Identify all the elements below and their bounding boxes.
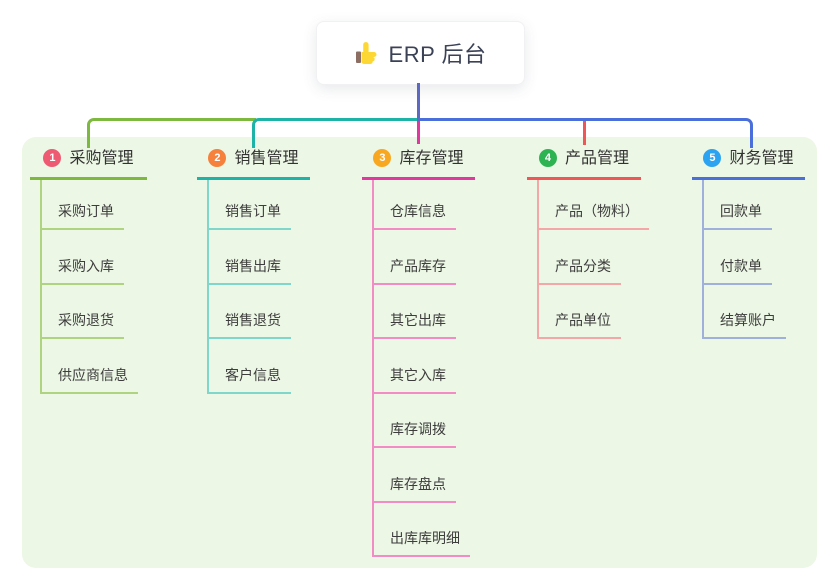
branch-item[interactable]: 付款单 bbox=[702, 258, 772, 285]
branch-node-1[interactable]: 1 采购管理 bbox=[30, 147, 147, 180]
branch-item[interactable]: 供应商信息 bbox=[40, 367, 138, 394]
branch-number-badge: 5 bbox=[703, 149, 722, 167]
branch-4-stem bbox=[537, 180, 539, 339]
branch-label-text: 销售管理 bbox=[234, 150, 299, 167]
branch-item[interactable]: 销售出库 bbox=[207, 258, 291, 285]
branch-number-badge: 1 bbox=[43, 149, 62, 167]
branch-item[interactable]: 结算账户 bbox=[702, 312, 786, 339]
branch-item[interactable]: 产品（物料） bbox=[537, 203, 649, 230]
branch-node-3[interactable]: 3 库存管理 bbox=[362, 147, 475, 180]
branch-item[interactable]: 销售订单 bbox=[207, 203, 291, 230]
branch-item[interactable]: 产品库存 bbox=[372, 258, 456, 285]
root-title: ERP 后台 bbox=[388, 42, 487, 67]
branch-item[interactable]: 销售退货 bbox=[207, 312, 291, 339]
root-node[interactable]: ERP 后台 bbox=[316, 21, 525, 85]
branch-item[interactable]: 出库库明细 bbox=[372, 530, 470, 557]
branch-label-text: 采购管理 bbox=[69, 150, 134, 167]
connector-branch-5 bbox=[417, 118, 753, 148]
branches-panel bbox=[22, 137, 817, 568]
branch-item[interactable]: 其它入库 bbox=[372, 367, 456, 394]
branch-node-4[interactable]: 4 产品管理 bbox=[527, 147, 641, 180]
branch-item[interactable]: 回款单 bbox=[702, 203, 772, 230]
branch-item[interactable]: 采购退货 bbox=[40, 312, 124, 339]
thumbs-up-icon bbox=[355, 41, 379, 65]
branch-label-text: 产品管理 bbox=[564, 150, 629, 167]
connector-branch-4 bbox=[582, 121, 586, 145]
connector-branch-2 bbox=[252, 118, 421, 148]
branch-item[interactable]: 采购入库 bbox=[40, 258, 124, 285]
connector-branch-1 bbox=[87, 118, 256, 148]
connector-branch-3 bbox=[417, 121, 420, 144]
branch-label-text: 库存管理 bbox=[399, 150, 464, 167]
branch-item[interactable]: 产品分类 bbox=[537, 258, 621, 285]
branch-item[interactable]: 仓库信息 bbox=[372, 203, 456, 230]
branch-item[interactable]: 客户信息 bbox=[207, 367, 291, 394]
branch-2-stem bbox=[207, 180, 209, 394]
root-stem-line bbox=[417, 83, 420, 121]
branch-node-2[interactable]: 2 销售管理 bbox=[197, 147, 310, 180]
branch-number-badge: 3 bbox=[373, 149, 392, 167]
branch-5-stem bbox=[702, 180, 704, 339]
branch-item[interactable]: 采购订单 bbox=[40, 203, 124, 230]
branch-node-5[interactable]: 5 财务管理 bbox=[692, 147, 805, 180]
branch-item[interactable]: 库存调拨 bbox=[372, 421, 456, 448]
branch-3-stem bbox=[372, 180, 374, 557]
branch-item[interactable]: 库存盘点 bbox=[372, 476, 456, 503]
branch-1-stem bbox=[40, 180, 42, 394]
branch-item[interactable]: 其它出库 bbox=[372, 312, 456, 339]
branch-number-badge: 4 bbox=[538, 149, 557, 167]
branch-item[interactable]: 产品单位 bbox=[537, 312, 621, 339]
branch-label-text: 财务管理 bbox=[729, 150, 794, 167]
branch-number-badge: 2 bbox=[208, 149, 227, 167]
